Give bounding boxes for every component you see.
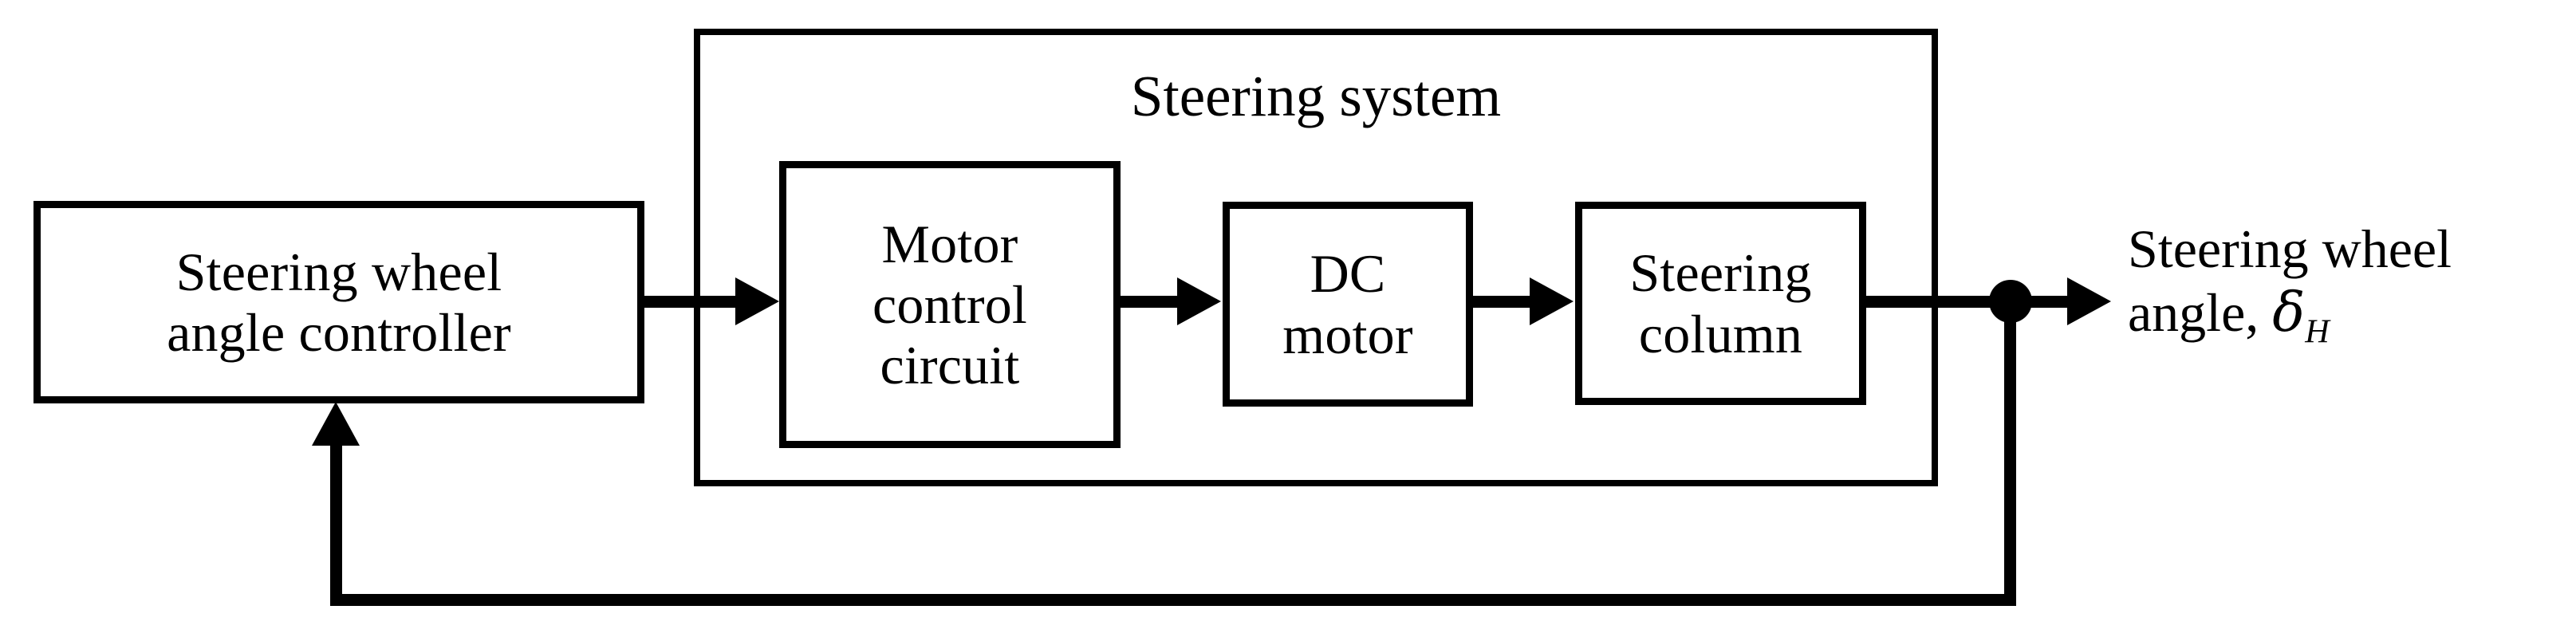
block-label-controller: Steering wheel angle controller	[167, 241, 511, 363]
block-label-dc-motor: DC motor	[1282, 243, 1413, 365]
connector-controller-to-motor-control	[644, 296, 738, 308]
delta-subscript: H	[2305, 313, 2330, 351]
connector-motor-control-to-dc-motor	[1121, 296, 1179, 308]
block-dc-motor: DC motor	[1223, 202, 1473, 407]
feedback-junction-dot	[1989, 280, 2032, 323]
feedback-line-vertical-right	[2004, 296, 2016, 606]
block-steering-column: Steering column	[1575, 202, 1866, 405]
output-signal-label: Steering wheel angle, δH	[2128, 217, 2574, 352]
arrowhead-dc-motor-input	[1177, 277, 1221, 325]
connector-steering-column-to-output	[1866, 296, 2070, 308]
output-label-line2: angle, δH	[2128, 281, 2574, 352]
connector-dc-motor-to-steering-column	[1473, 296, 1531, 308]
feedback-line-horizontal	[330, 594, 2016, 606]
block-steering-wheel-angle-controller: Steering wheel angle controller	[33, 201, 644, 403]
block-motor-control-circuit: Motor control circuit	[779, 161, 1121, 448]
block-label-motor-control-circuit: Motor control circuit	[872, 213, 1027, 396]
feedback-line-vertical-left	[330, 443, 342, 606]
steering-system-title: Steering system	[1130, 64, 1502, 128]
block-label-steering-column: Steering column	[1629, 242, 1812, 364]
output-label-line1: Steering wheel	[2128, 218, 2452, 279]
arrowhead-controller-feedback-input	[312, 402, 360, 446]
delta-symbol: δ	[2272, 281, 2306, 345]
arrowhead-output	[2067, 277, 2111, 325]
arrowhead-steering-column-input	[1530, 277, 1574, 325]
output-label-prefix: angle,	[2128, 282, 2273, 344]
arrowhead-motor-control-input	[735, 277, 779, 325]
